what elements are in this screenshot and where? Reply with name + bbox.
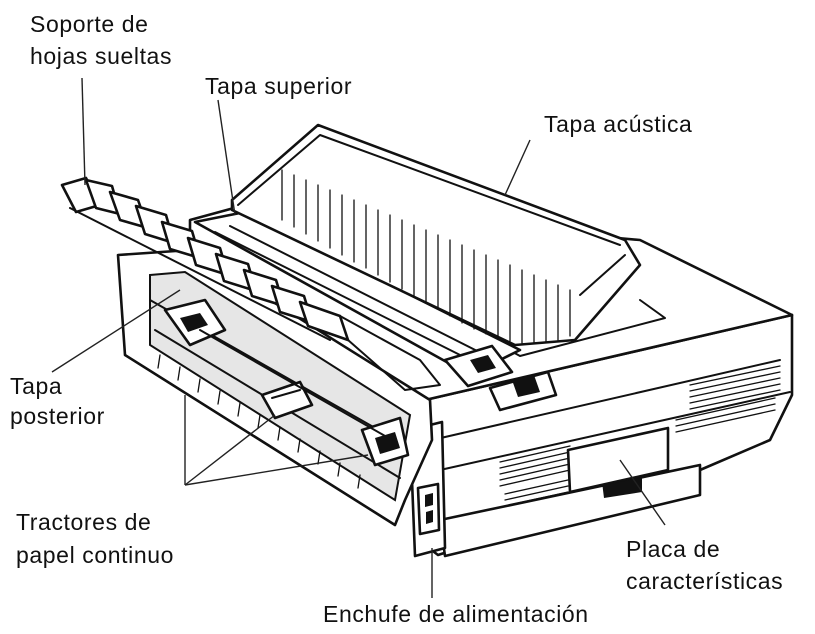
acoustic-cover-ribs [281, 169, 571, 344]
label-soporte-line1: Soporte de [30, 11, 149, 37]
vent-grille-left [499, 445, 571, 507]
label-tractores-line1: Tractores de [16, 509, 152, 535]
label-placa-line2: características [626, 568, 784, 594]
sheet-feeder [60, 176, 441, 391]
label-enchufe: Enchufe de alimentación [323, 601, 589, 627]
label-tapa-posterior-line1: Tapa [10, 373, 63, 399]
label-tapa-posterior-line2: posterior [10, 403, 105, 429]
power-inlet [416, 482, 441, 536]
tractor-left [163, 298, 227, 347]
tractor-right [360, 416, 410, 467]
label-tapa-acustica: Tapa acústica [544, 111, 693, 137]
top-cover [193, 210, 522, 377]
vent-grille-right [675, 365, 781, 433]
tractor-slider [260, 380, 314, 420]
rating-plate [566, 426, 670, 494]
label-tapa-superior: Tapa superior [205, 73, 353, 99]
label-placa-line1: Placa de [626, 536, 721, 562]
acoustic-cover [230, 123, 642, 347]
label-soporte-line2: hojas sueltas [30, 43, 173, 69]
label-tractores-line2: papel continuo [16, 542, 175, 568]
